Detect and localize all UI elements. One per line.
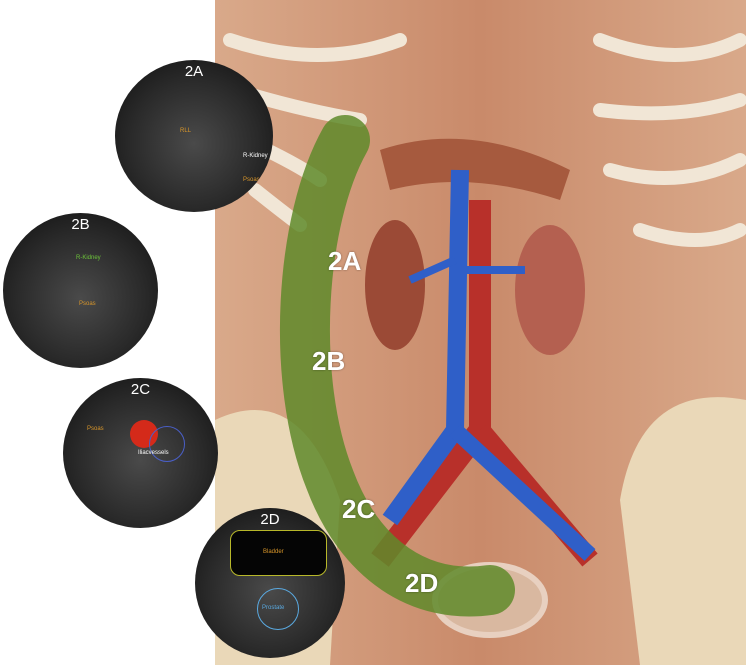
ultrasound-label: R-Kidney bbox=[243, 153, 268, 159]
ultrasound-label: Prostate bbox=[262, 605, 285, 611]
ultrasound-label: Iliacvessels bbox=[138, 450, 169, 456]
liver bbox=[380, 138, 570, 200]
region-label-2b: 2B bbox=[312, 346, 346, 376]
ultrasound-label: Psoas bbox=[243, 177, 260, 183]
region-label-2d: 2D bbox=[405, 568, 439, 598]
ultrasound-label: Bladder bbox=[263, 549, 284, 555]
region-label-2a: 2A bbox=[328, 246, 362, 276]
ultrasound-2d: 2D Bladder Prostate bbox=[195, 508, 345, 658]
scan-path-band bbox=[279, 115, 515, 617]
ultrasound-title: 2B bbox=[71, 216, 90, 233]
ultrasound-label: R-Kidney bbox=[76, 255, 101, 261]
ultrasound-label: Psoas bbox=[79, 301, 96, 307]
renal-veins bbox=[408, 256, 525, 284]
bladder-outline bbox=[230, 530, 327, 576]
prostate-circle bbox=[257, 588, 299, 630]
right-pelvis bbox=[620, 397, 746, 665]
ultrasound-label: Psoas bbox=[87, 426, 104, 432]
ultrasound-2c: 2C Psoas Iliacvessels bbox=[63, 378, 218, 528]
ultrasound-title: 2D bbox=[260, 511, 280, 528]
left-kidney bbox=[515, 225, 585, 355]
region-label-2c: 2C bbox=[342, 494, 376, 524]
ultrasound-title: 2C bbox=[130, 381, 151, 398]
iliac-vein bbox=[449, 424, 596, 561]
vessel-circle bbox=[149, 426, 185, 462]
ultrasound-title: 2A bbox=[184, 63, 204, 80]
ultrasound-2a: 2A RLL R-Kidney Psoas bbox=[115, 60, 273, 212]
right-kidney bbox=[365, 220, 425, 350]
ultrasound-2b: 2B R-Kidney Psoas bbox=[3, 213, 158, 368]
ultrasound-label: RLL bbox=[180, 128, 192, 134]
